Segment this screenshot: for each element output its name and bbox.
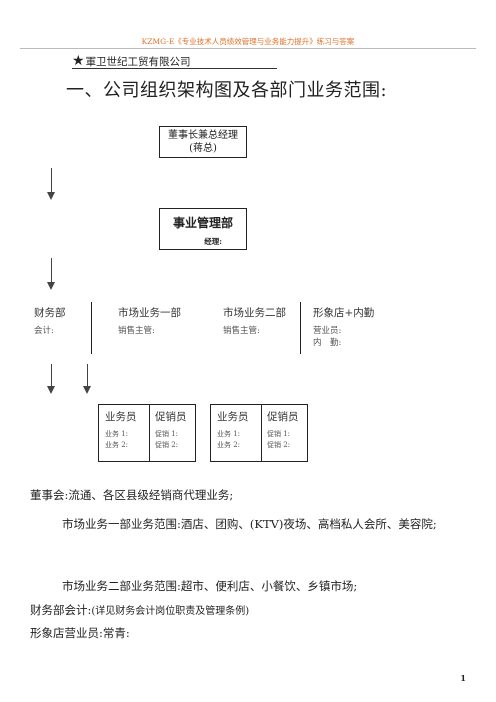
dept-divider <box>300 302 301 354</box>
dept-store: 形象店+内勤 营业员: 内 勤: <box>313 305 374 349</box>
team-item: 促销 2: <box>155 441 179 449</box>
company-name: 軍卫世纪工贸有限公司 <box>85 56 191 68</box>
business-dept-manager: 经理: <box>204 237 222 246</box>
chairman-name: (蒋总) <box>189 143 217 154</box>
dept-market-1: 市场业务一部 销售主管: <box>118 305 181 337</box>
down-arrow-icon <box>47 364 56 394</box>
finance-note: (详见财务会计岗位职责及管理条例) <box>91 606 250 617</box>
team-title: 业务员 <box>217 411 249 423</box>
team-title: 促销员 <box>155 411 187 423</box>
team-item: 促销 1: <box>267 430 291 438</box>
finance-label: 财务部会计: <box>30 603 92 617</box>
dept-finance: 财务部 会计: <box>34 305 66 337</box>
company-underline <box>72 68 277 69</box>
team-title: 业务员 <box>105 411 137 423</box>
dept-role: 会计: <box>34 326 54 336</box>
team-divider <box>149 405 150 461</box>
scope-board: 董事会:流通、各区县级经销商代理业务; <box>30 488 234 502</box>
dept-role: 销售主管: <box>118 326 155 336</box>
scope-store: 形象店营业员:常青: <box>30 626 130 640</box>
page-header: KZMG-E《专业技术人员绩效管理与业务能力提升》练习与答案 <box>141 37 355 46</box>
team-items: 业务 1: 业务 2: <box>105 429 137 451</box>
team-box-2: 业务员 业务 1: 业务 2: 促销员 促销 1: 促销 2: <box>210 404 308 462</box>
company-line: ★軍卫世纪工贸有限公司 <box>72 53 191 69</box>
team-item: 促销 2: <box>267 441 291 449</box>
page-number: 1 <box>460 673 466 683</box>
dept-role: 营业员: 内 勤: <box>313 325 374 349</box>
team-salesman: 业务员 业务 1: 业务 2: <box>217 409 249 451</box>
business-dept-title: 事业管理部 <box>172 216 233 230</box>
star-icon: ★ <box>72 53 85 69</box>
dept-title: 市场业务二部 <box>223 307 286 319</box>
team-item: 业务 1: <box>217 430 241 438</box>
header-divider <box>20 48 476 49</box>
team-item: 业务 2: <box>217 441 241 449</box>
down-arrow-icon <box>47 258 56 290</box>
team-items: 业务 1: 业务 2: <box>217 429 249 451</box>
scope-finance: 财务部会计:(详见财务会计岗位职责及管理条例) <box>30 601 470 621</box>
dept-role-item: 营业员: <box>313 326 342 336</box>
dept-role-item: 内 勤: <box>313 338 342 348</box>
team-item: 业务 2: <box>105 441 129 449</box>
dept-divider <box>91 302 92 354</box>
team-item: 业务 1: <box>105 430 129 438</box>
dept-role: 销售主管: <box>223 326 260 336</box>
chairman-box: 董事长兼总经理 (蒋总) <box>159 126 247 158</box>
team-promoter: 促销员 促销 1: 促销 2: <box>267 409 299 451</box>
team-divider <box>261 405 262 461</box>
team-salesman: 业务员 业务 1: 业务 2: <box>105 409 137 451</box>
dept-title: 财务部 <box>34 307 66 319</box>
team-items: 促销 1: 促销 2: <box>155 429 187 451</box>
down-arrow-icon <box>83 364 92 394</box>
team-promoter: 促销员 促销 1: 促销 2: <box>155 409 187 451</box>
team-item: 促销 1: <box>155 430 179 438</box>
departments-row: 财务部 会计: 市场业务一部 销售主管: 市场业务二部 销售主管: 形象店+内勤… <box>30 302 374 354</box>
dept-market-2: 市场业务二部 销售主管: <box>223 305 286 337</box>
team-items: 促销 1: 促销 2: <box>267 429 299 451</box>
business-dept-box: 事业管理部 经理: <box>159 208 247 250</box>
scope-market-1: 市场业务一部业务范围:酒店、团购、(KTV)夜场、高档私人会所、美容院; <box>62 517 437 531</box>
dept-title: 市场业务一部 <box>118 307 181 319</box>
team-box-1: 业务员 业务 1: 业务 2: 促销员 促销 1: 促销 2: <box>98 404 196 462</box>
chairman-title: 董事长兼总经理 <box>168 130 238 141</box>
section-title: 一、公司组织架构图及各部门业务范围: <box>66 80 388 101</box>
scope-market-2: 市场业务二部业务范围:超市、便利店、小餐饮、乡镇市场; <box>62 579 358 593</box>
team-title: 促销员 <box>267 411 299 423</box>
down-arrow-icon <box>47 168 56 200</box>
dept-title: 形象店+内勤 <box>313 307 375 319</box>
